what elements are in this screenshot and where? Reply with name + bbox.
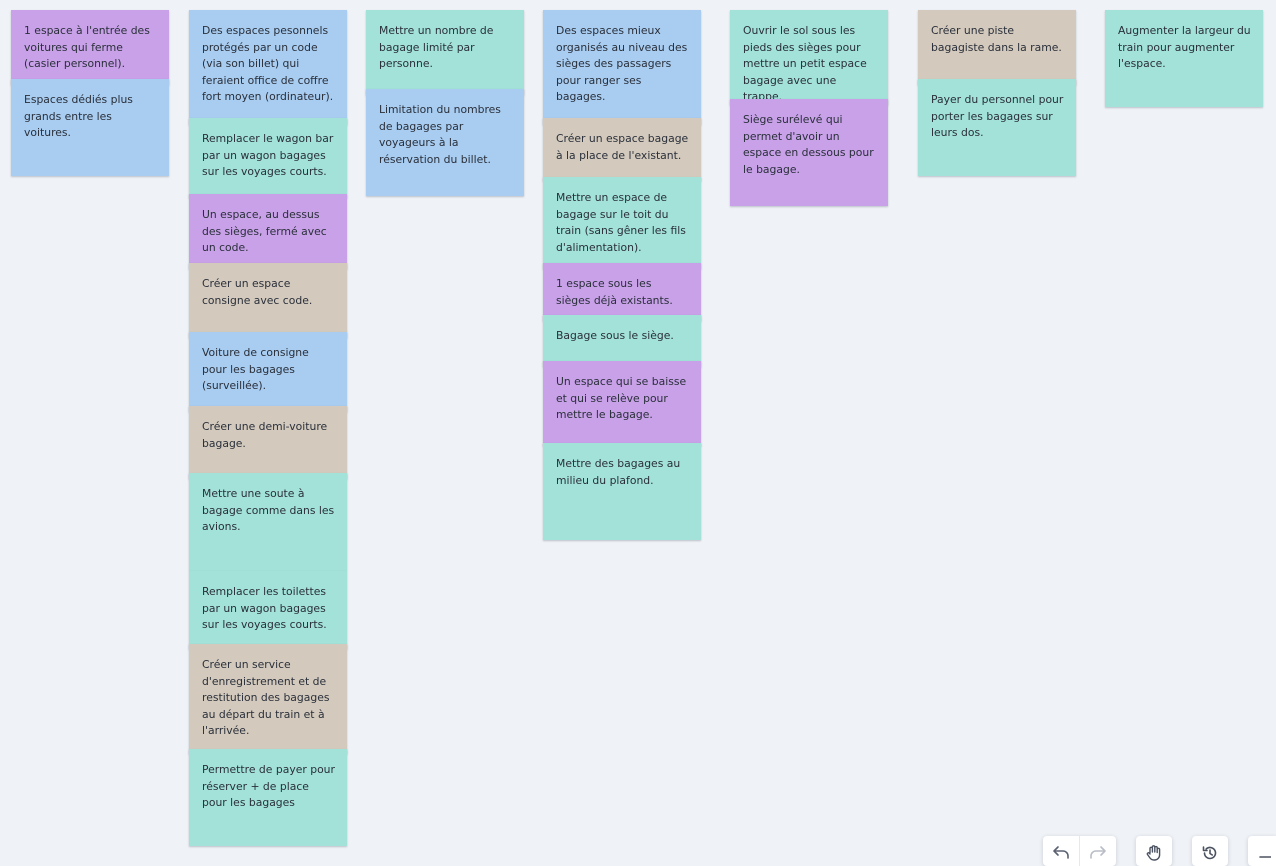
sticky-note[interactable]: Siège surélevé qui permet d'avoir un esp… — [730, 99, 888, 206]
sticky-note[interactable]: Créer un espace bagage à la place de l'e… — [543, 118, 701, 181]
redo-icon[interactable] — [1080, 836, 1116, 866]
sticky-note[interactable]: Mettre un nombre de bagage limité par pe… — [366, 10, 524, 95]
sticky-note[interactable]: Mettre des bagages au milieu du plafond. — [543, 443, 701, 540]
sticky-note[interactable]: Remplacer les toilettes par un wagon bag… — [189, 571, 347, 649]
sticky-note[interactable]: Un espace, au dessus des sièges, fermé a… — [189, 194, 347, 269]
history-toolbar — [1043, 836, 1116, 866]
sticky-note[interactable]: Un espace qui se baisse et qui se relève… — [543, 361, 701, 446]
sticky-note[interactable]: Espaces dédiés plus grands entre les voi… — [11, 79, 169, 176]
sticky-note[interactable]: Ouvrir le sol sous les pieds des sièges … — [730, 10, 888, 105]
sticky-note[interactable]: Voiture de consigne pour les bagages (su… — [189, 332, 347, 412]
sticky-note[interactable]: Augmenter la largeur du train pour augme… — [1105, 10, 1263, 107]
sticky-note[interactable]: Créer un service d'enregistrement et de … — [189, 644, 347, 754]
sticky-note[interactable]: Des espaces mieux organisés au niveau de… — [543, 10, 701, 125]
sticky-note[interactable]: Bagage sous le siège. — [543, 315, 701, 367]
undo-icon[interactable] — [1043, 836, 1079, 866]
sticky-note[interactable]: 1 espace sous les sièges déjà existants. — [543, 263, 701, 321]
hand-tool-toolbar — [1136, 836, 1172, 866]
sticky-note[interactable]: Des espaces pesonnels protégés par un co… — [189, 10, 347, 125]
sticky-note[interactable]: Payer du personnel pour porter les bagag… — [918, 79, 1076, 176]
history-icon[interactable] — [1192, 836, 1228, 866]
sticky-note[interactable]: Remplacer le wagon bar par un wagon baga… — [189, 118, 347, 198]
sticky-note[interactable]: Mettre une soute à bagage comme dans les… — [189, 473, 347, 571]
sticky-note[interactable]: Créer un espace consigne avec code. — [189, 263, 347, 338]
sticky-note[interactable]: 1 espace à l'entrée des voitures qui fer… — [11, 10, 169, 85]
sticky-note[interactable]: Permettre de payer pour réserver + de pl… — [189, 749, 347, 846]
sticky-note[interactable]: Créer une piste bagagiste dans la rame. — [918, 10, 1076, 85]
hand-icon[interactable] — [1136, 836, 1172, 866]
sticky-note[interactable]: Limitation du nombres de bagages par voy… — [366, 89, 524, 196]
toolbar-divider — [1079, 836, 1080, 866]
sticky-note[interactable]: Créer une demi-voiture bagage. — [189, 406, 347, 479]
history-tool-toolbar — [1192, 836, 1228, 866]
zoom-toolbar — [1248, 836, 1276, 866]
zoom-out-icon[interactable] — [1248, 836, 1276, 866]
sticky-note[interactable]: Mettre un espace de bagage sur le toit d… — [543, 177, 701, 269]
